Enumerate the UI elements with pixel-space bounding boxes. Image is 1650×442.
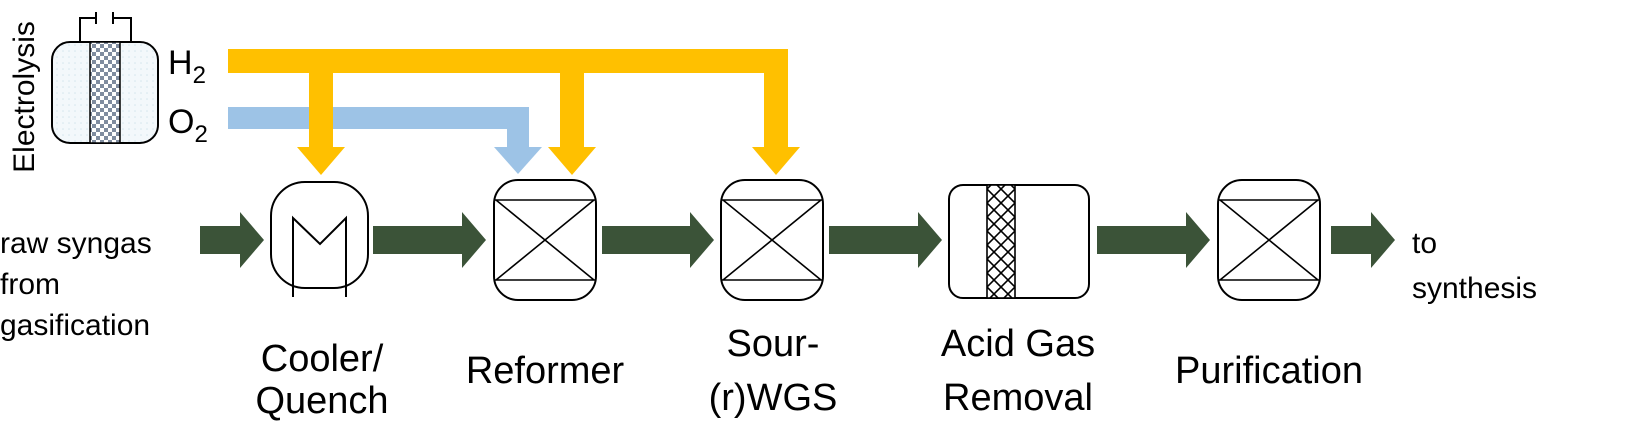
syngas-arrows xyxy=(200,212,1395,268)
outlet-label: to synthesis xyxy=(1412,227,1537,305)
outlet-line: to xyxy=(1412,227,1437,260)
wgs-unit xyxy=(720,179,824,301)
oxygen-line xyxy=(228,107,542,174)
reformer-unit xyxy=(493,179,597,301)
inlet-line: gasification xyxy=(0,309,150,342)
syngas-arrow xyxy=(1331,212,1395,268)
inlet-line: from xyxy=(0,268,60,301)
syngas-arrow xyxy=(829,212,942,268)
cooler-quench-unit xyxy=(270,181,369,297)
hydrogen-line xyxy=(228,49,800,175)
purification-label: Purification xyxy=(1175,350,1363,392)
outlet-line: synthesis xyxy=(1412,272,1537,305)
syngas-arrow xyxy=(602,212,714,268)
purification-unit xyxy=(1217,179,1321,301)
cooler-label-line: Cooler/ xyxy=(261,338,384,380)
reformer-label: Reformer xyxy=(466,350,625,392)
h2-label: H2 xyxy=(168,44,206,89)
inlet-line: raw syngas xyxy=(0,227,152,260)
electrode-wires xyxy=(79,12,132,47)
syngas-arrow xyxy=(200,212,264,268)
agr-label-line: Removal xyxy=(943,377,1093,419)
unit-labels: Cooler/ Quench Reformer Sour- (r)WGS Aci… xyxy=(255,323,1363,422)
membrane xyxy=(89,41,121,144)
electrolysis-label: Electrolysis xyxy=(8,21,41,173)
cooler-label-line: Quench xyxy=(255,380,388,422)
agr-label-line: Acid Gas xyxy=(941,323,1095,365)
wgs-label-line: Sour- xyxy=(727,323,820,365)
o2-label: O2 xyxy=(168,103,208,148)
syngas-arrow xyxy=(1097,212,1210,268)
syngas-arrow xyxy=(373,212,486,268)
acid-gas-removal-unit xyxy=(948,184,1090,299)
electrolysis-cell xyxy=(51,12,159,144)
packing-bed xyxy=(986,184,1016,299)
inlet-label: raw syngas from gasification xyxy=(0,227,152,342)
wgs-label-line: (r)WGS xyxy=(709,377,838,419)
